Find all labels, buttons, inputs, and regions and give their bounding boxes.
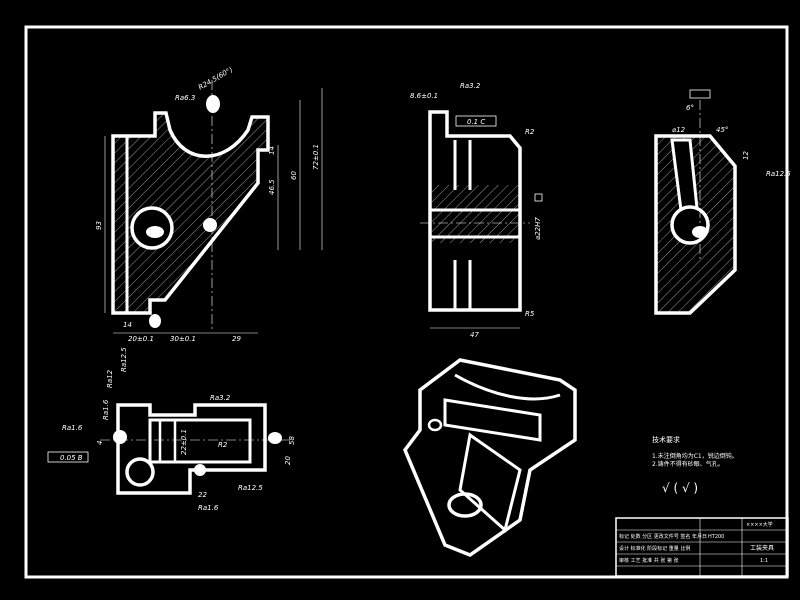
title-block: ××××大学 工装夹具 HT200 1:1 标记 处数 分区 更改文件号 签名 … xyxy=(615,517,789,577)
front-roughness: Ra6.3 xyxy=(175,94,195,102)
plan-rough-5: Ra12.5 xyxy=(238,484,263,492)
iso-block xyxy=(458,432,522,533)
side-view: 8.6±0.1 Ra3.2 0.1 C R2 R5 ⌀22H7 47 xyxy=(410,82,543,339)
front-dim-29: 29 xyxy=(232,335,241,343)
notes-line-1: 1.未注倒角均为C1，锐边倒钝。 xyxy=(652,452,738,460)
plan-view-hole xyxy=(125,457,155,487)
plan-view-pocket xyxy=(148,418,252,464)
plan-view: Ra12 Ra12.5 Ra1.6 Ra3.2 Ra12.5 Ra1.6 Ra1… xyxy=(47,347,296,512)
side-datum-box xyxy=(534,193,543,202)
front-dim-14: 14 xyxy=(268,146,276,155)
front-dim-60: 60 xyxy=(290,171,298,180)
side-tolerance: 0.1 C xyxy=(467,118,485,126)
title-row-b: 设计 标准化 阶段标记 重量 比例 xyxy=(619,545,690,552)
plan-view-outline xyxy=(116,403,267,495)
title-material: HT200 xyxy=(708,534,724,540)
iso-saddle xyxy=(454,373,561,401)
iso-outline xyxy=(402,358,577,557)
plan-tolerance-frame xyxy=(47,451,89,463)
front-dim-46: 46.5 xyxy=(268,179,276,195)
title-scale: 1:1 xyxy=(760,558,768,564)
iso-hole xyxy=(447,492,483,518)
plan-view-mark-3 xyxy=(194,464,206,476)
roughness-symbol: √ ( √ ) xyxy=(662,481,698,495)
front-dim-72: 72±0.1 xyxy=(312,144,320,170)
iso-small-hole xyxy=(427,418,443,432)
front-view-top-mark xyxy=(206,95,220,113)
title-drawing-name: 工装夹具 xyxy=(750,544,774,552)
front-view-hole-core xyxy=(146,226,164,238)
front-angle: R24.5(60°) xyxy=(197,66,234,92)
right-dim-angle: 6° xyxy=(686,104,694,112)
front-dim-30: 30±0.1 xyxy=(170,335,196,343)
side-r5: R5 xyxy=(525,310,535,318)
side-view-hatch xyxy=(432,185,520,243)
notes-line-2: 2.铸件不得有砂眼、气孔。 xyxy=(652,460,724,468)
side-bore: ⌀22H7 xyxy=(534,217,542,240)
side-roughness: Ra3.2 xyxy=(460,82,481,90)
drawing-border xyxy=(24,25,789,579)
plan-tolerance: 0.05 B xyxy=(60,454,83,462)
plan-rough-4: Ra3.2 xyxy=(210,394,231,402)
side-r2: R2 xyxy=(525,128,535,136)
right-dim-45: 45° xyxy=(716,126,728,134)
front-view-dot xyxy=(203,218,217,232)
front-dim-14b: 14 xyxy=(123,321,132,329)
front-view: Ra6.3 R24.5(60°) 72±0.1 60 46.5 14 93 14… xyxy=(95,66,323,343)
title-school: ××××大学 xyxy=(746,521,773,528)
plan-dim-r2: R2 xyxy=(218,441,228,449)
title-row-a: 标记 处数 分区 更改文件号 签名 年月日 xyxy=(619,533,707,540)
plan-dim-58: 58 xyxy=(288,436,296,445)
right-dim-12: 12 xyxy=(742,151,750,160)
isometric-view xyxy=(402,358,577,557)
plan-rough-7: Ra1.6 xyxy=(102,399,110,420)
side-dim-47: 47 xyxy=(470,331,479,339)
side-view-outline xyxy=(428,110,522,312)
notes-title: 技术要求 xyxy=(652,435,680,444)
title-block-frame xyxy=(615,517,789,577)
technical-notes: 技术要求 1.未注倒角均为C1，锐边倒钝。 2.铸件不得有砂眼、气孔。 √ ( … xyxy=(652,435,738,495)
iso-face xyxy=(443,398,542,442)
plan-rough-6: Ra1.6 xyxy=(198,504,219,512)
plan-dim-4: 4 xyxy=(96,441,104,445)
plan-dim-22: 22±0.1 xyxy=(180,429,188,455)
right-roughness: Ra12.5 xyxy=(766,170,791,178)
right-dim-r12: ⌀12 xyxy=(672,126,686,134)
front-view-bottom-mark xyxy=(149,314,161,328)
side-dim-top: 8.6±0.1 xyxy=(410,92,438,100)
plan-rough-3: Ra1.6 xyxy=(62,424,83,432)
right-view: 6° 12 45° ⌀12 Ra12.5 xyxy=(654,89,791,315)
front-view-outline xyxy=(111,111,270,315)
front-dim-20: 20±0.1 xyxy=(128,335,154,343)
plan-view-mark-1 xyxy=(113,430,127,444)
plan-rough-2: Ra12.5 xyxy=(120,347,128,372)
side-tolerance-frame xyxy=(455,115,497,127)
plan-rough-1: Ra12 xyxy=(106,369,114,388)
front-dim-93: 93 xyxy=(95,221,103,230)
right-view-label-box xyxy=(689,89,711,99)
plan-dim-22b: 22 xyxy=(198,491,207,499)
plan-dim-20: 20 xyxy=(284,456,292,465)
plan-view-mark-2 xyxy=(268,432,282,444)
title-row-c: 审核 工艺 批准 共 张 第 张 xyxy=(619,557,679,564)
